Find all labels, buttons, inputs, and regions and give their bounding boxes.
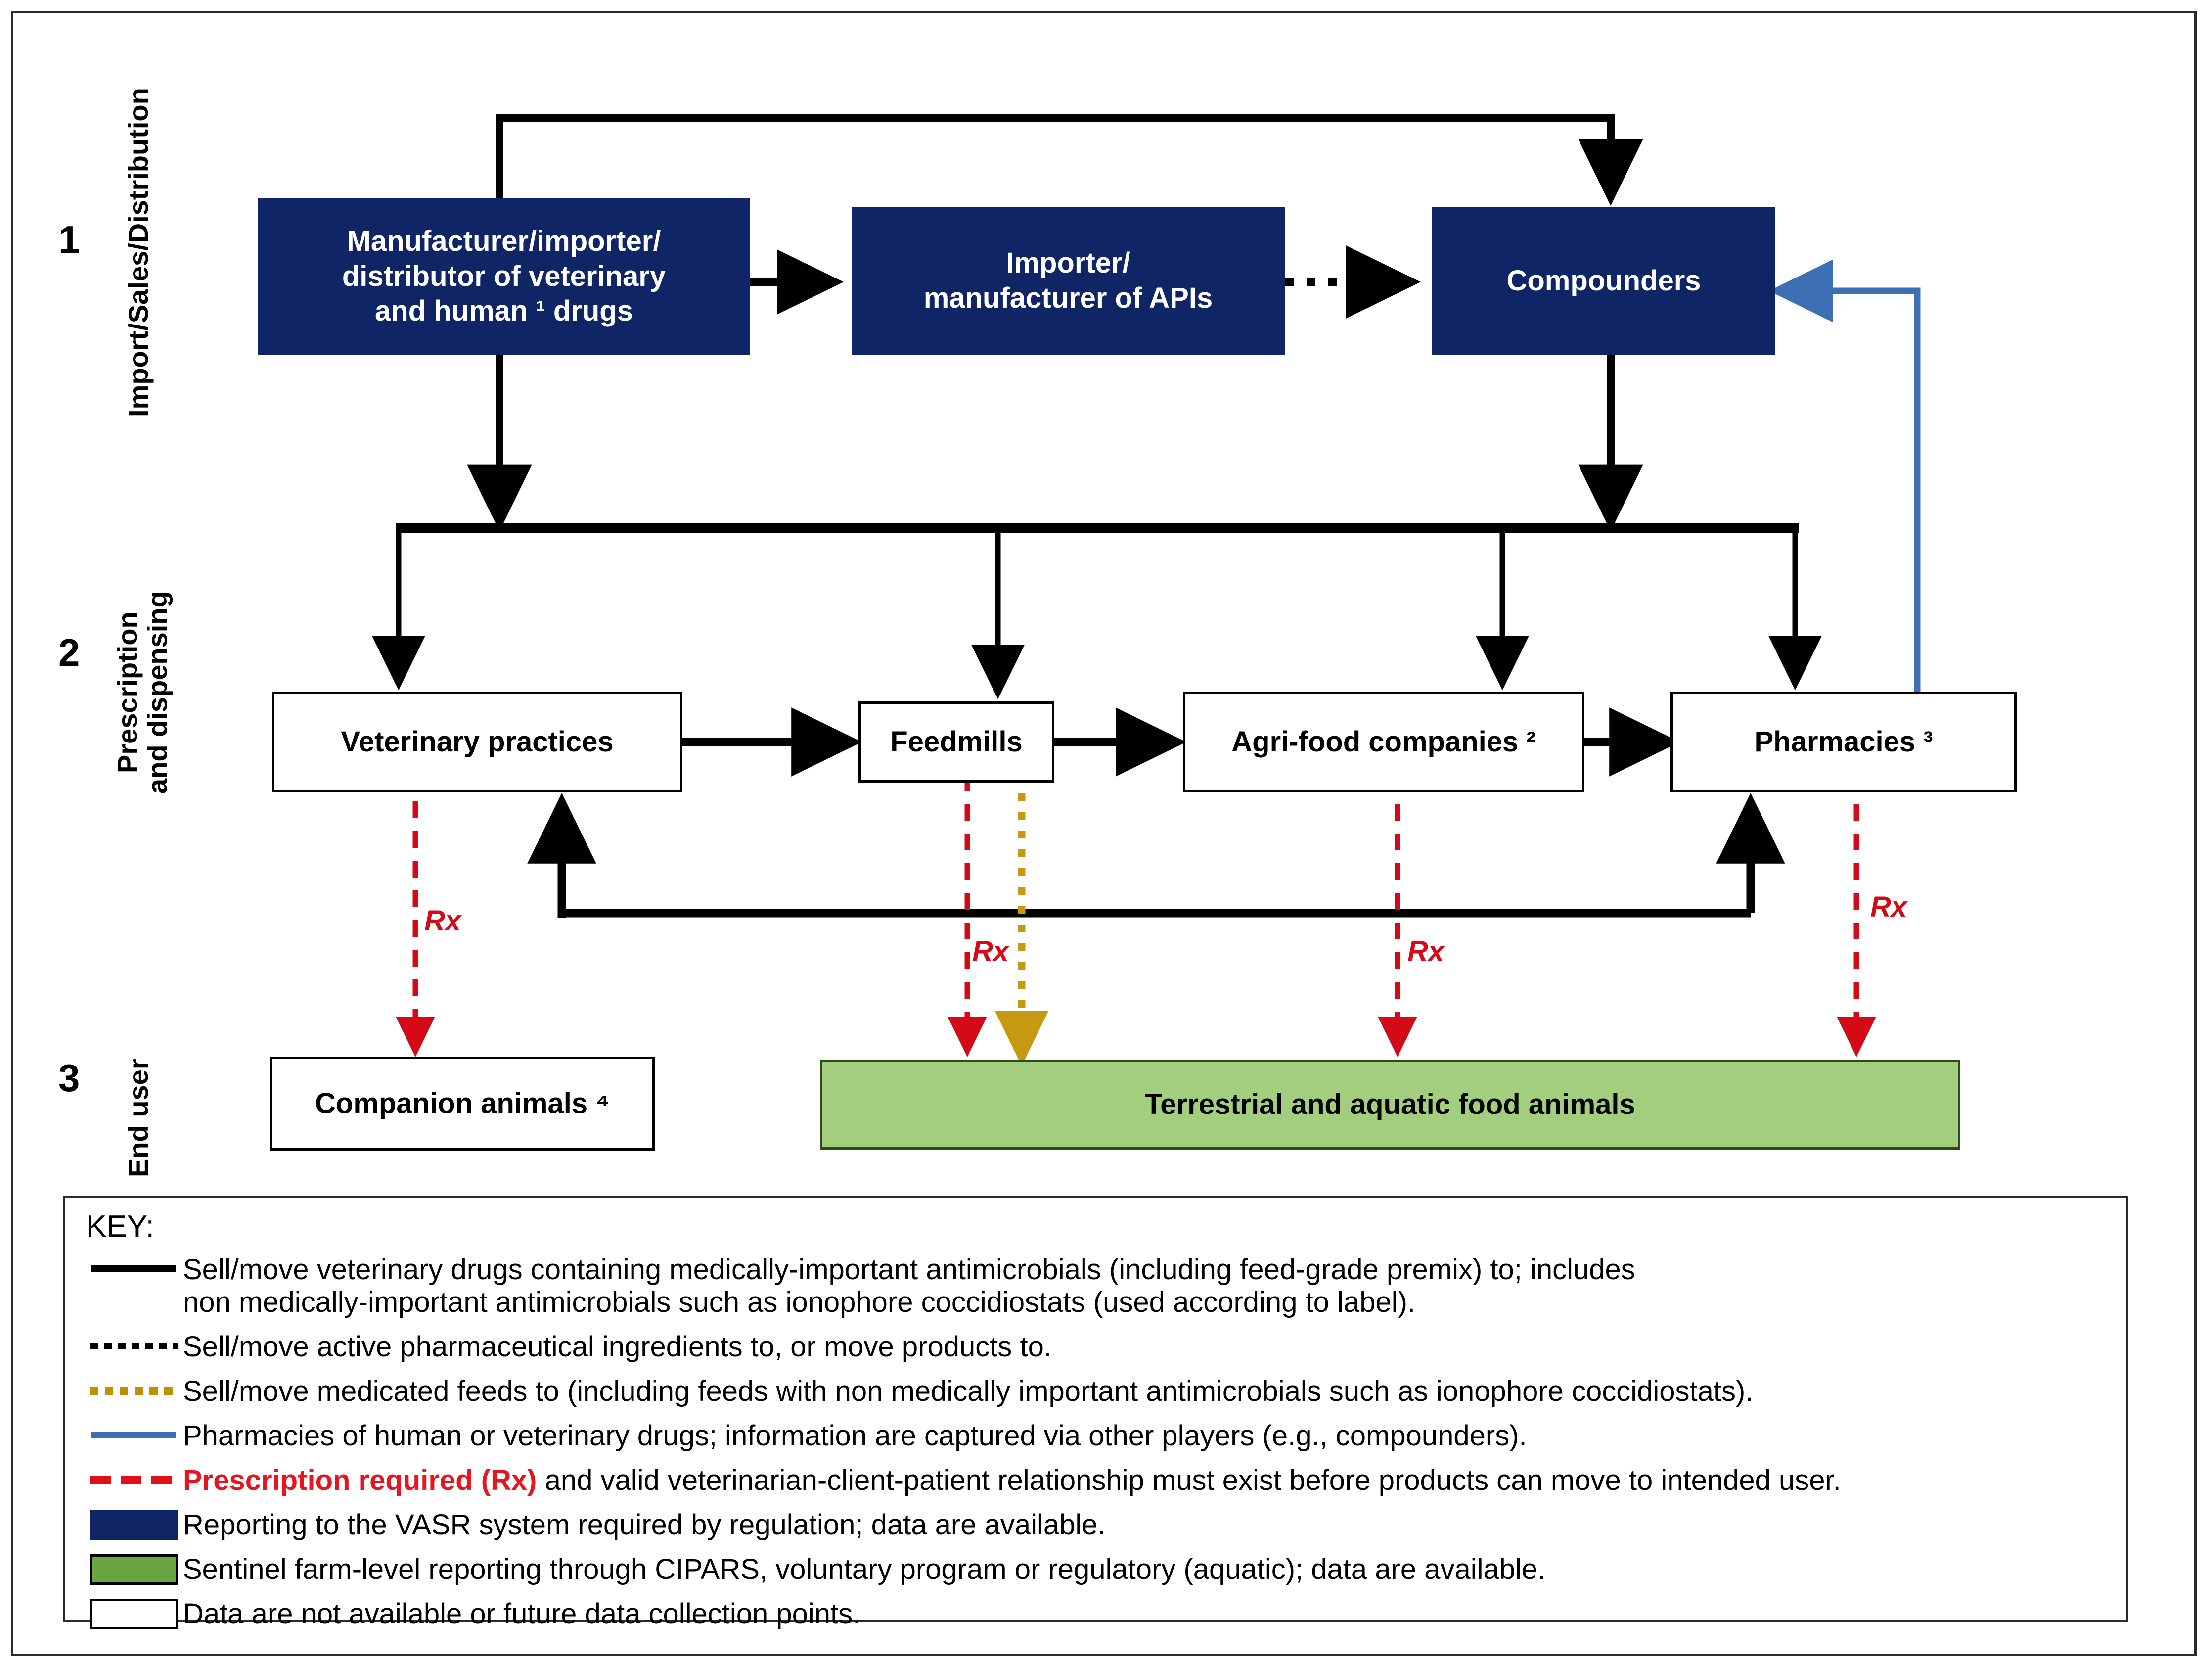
node-manufacturer-label: Manufacturer/importer/ distributor of ve… [342,225,666,327]
stage-label-import-sales-distribution: Import/Sales/Distribution [123,88,154,417]
legend-text-vasr-reporting: Reporting to the VASR system required by… [183,1509,1106,1541]
legend-swatch-solid-black-line [86,1253,180,1283]
legend-text-prescription-rest: and valid veterinarian-client-patient re… [537,1464,1841,1496]
node-manufacturer[interactable]: Manufacturer/importer/ distributor of ve… [258,198,750,355]
node-agrifood-companies[interactable]: Agri-food companies ² [1183,692,1584,792]
legend-item-no-data: Data are not available or future data co… [86,1598,2094,1630]
stage-number-2: 2 [58,631,80,674]
legend-swatch-white-box [86,1598,180,1629]
node-pharmacies[interactable]: Pharmacies ³ [1670,692,2017,792]
node-feedmills-label: Feedmills [890,725,1023,758]
legend-text-sell-move-apis: Sell/move active pharmaceutical ingredie… [183,1331,1052,1363]
legend-swatch-dotted-gold-line [86,1375,180,1405]
stage-number-1: 1 [58,218,80,261]
rx-label-pharmacies: Rx [1870,891,1907,923]
legend-swatch-dotted-black-line [86,1331,180,1360]
node-veterinary-practices[interactable]: Veterinary practices [272,692,682,792]
node-agrifood-companies-label: Agri-food companies ² [1231,725,1536,758]
legend-item-sell-move-vet-drugs: Sell/move veterinary drugs containing me… [86,1253,2094,1319]
legend-text-prescription-required: Prescription required (Rx) and valid vet… [183,1464,1841,1497]
legend-text-pharmacies-blue: Pharmacies of human or veterinary drugs;… [183,1420,1527,1452]
node-veterinary-practices-label: Veterinary practices [341,725,614,758]
node-compounders[interactable]: Compounders [1432,207,1775,355]
legend-item-prescription-required: Prescription required (Rx) and valid vet… [86,1464,2094,1497]
legend-swatch-green-box [86,1553,180,1585]
node-companion-animals-label: Companion animals ⁴ [315,1087,610,1119]
node-feedmills[interactable]: Feedmills [858,701,1054,783]
node-food-animals-label: Terrestrial and aquatic food animals [1145,1088,1635,1120]
rx-label-veterinary: Rx [424,905,461,937]
legend-key: KEY: Sell/move veterinary drugs containi… [63,1196,2128,1630]
legend-text-sell-move-vet-drugs: Sell/move veterinary drugs containing me… [183,1253,1635,1319]
legend-item-pharmacies-blue: Pharmacies of human or veterinary drugs;… [86,1420,2094,1452]
legend-swatch-solid-blue-line [86,1420,180,1449]
legend-swatch-dashed-red-line [86,1464,180,1494]
node-companion-animals[interactable]: Companion animals ⁴ [270,1057,655,1151]
legend-item-vasr-reporting: Reporting to the VASR system required by… [86,1509,2094,1541]
outer-frame [11,11,2197,1656]
legend-swatch-navy-box [86,1509,180,1540]
rx-label-feedmills: Rx [972,935,1009,968]
legend-item-cipars-sentinel: Sentinel farm-level reporting through CI… [86,1553,2094,1586]
stage-label-end-user: End user [123,1059,154,1177]
stage-label-prescription-dispensing: Prescription and dispensing [112,591,173,794]
node-pharmacies-label: Pharmacies ³ [1754,725,1933,758]
node-api-importer-manufacturer[interactable]: Importer/ manufacturer of APIs [852,207,1285,355]
rx-label-agrifood: Rx [1407,935,1445,968]
legend-item-sell-move-apis: Sell/move active pharmaceutical ingredie… [86,1331,2094,1363]
legend-text-sell-move-medicated-feeds: Sell/move medicated feeds to (including … [183,1375,1754,1407]
node-terrestrial-aquatic-food-animals[interactable]: Terrestrial and aquatic food animals [820,1060,1960,1150]
node-compounders-label: Compounders [1506,264,1701,297]
legend-text-no-data: Data are not available or future data co… [183,1598,861,1630]
legend-text-prescription-highlight: Prescription required (Rx) [183,1464,537,1496]
node-api-label: Importer/ manufacturer of APIs [923,247,1213,314]
legend-text-cipars-sentinel: Sentinel farm-level reporting through CI… [183,1553,1546,1585]
legend-title: KEY: [86,1209,154,1244]
stage-number-3: 3 [58,1056,80,1100]
legend-item-sell-move-medicated-feeds: Sell/move medicated feeds to (including … [86,1375,2094,1408]
